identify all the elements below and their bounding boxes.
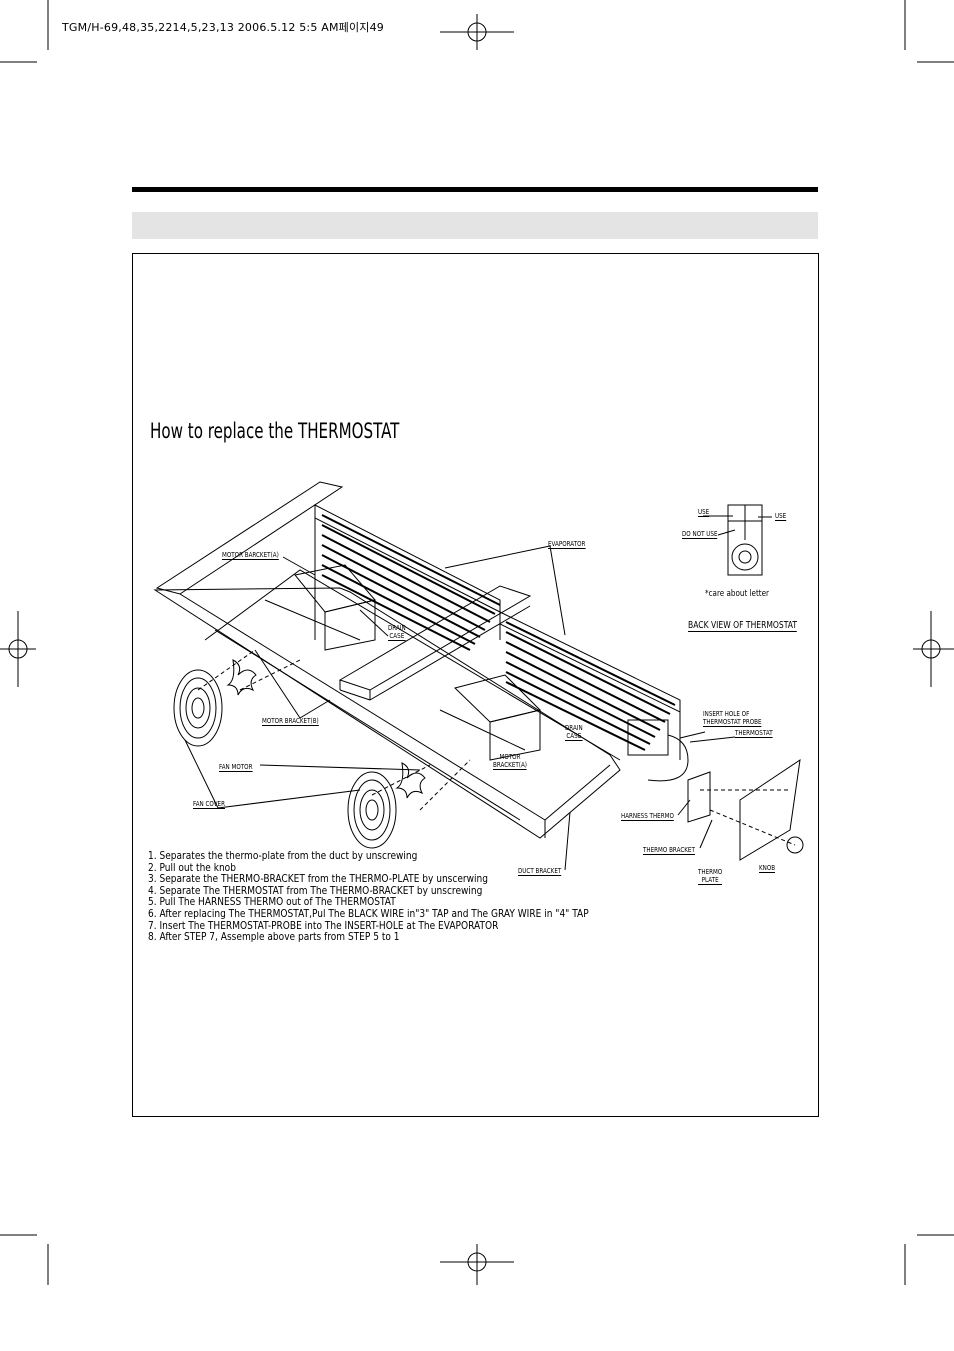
label-back-view: BACK VIEW OF THERMOSTAT [688,620,798,632]
label-do-not-use: DO NOT USE [682,530,718,539]
label-duct-bracket: DUCT BRACKET [518,867,562,876]
step-item: 6. After replacing The THERMOSTAT,Pul Th… [148,907,589,920]
label-motor-bracket-b: MOTOR BRACKET(B) [262,717,319,726]
title-rule [132,187,818,192]
label-knob: KNOB [759,864,776,873]
section-band [132,212,818,239]
label-motor-bracket-a-top: MOTOR BARCKET(A) [222,551,279,560]
step-item: 4. Separate The THERMOSTAT from The THER… [148,884,483,897]
label-care-about-letter: *care about letter [705,589,770,599]
label-thermo-bracket: THERMO BRACKET [643,846,695,855]
label-harness-thermo: HARNESS THERMO [621,812,674,821]
label-thermostat: THERMOSTAT [735,729,773,738]
step-item: 3. Separate the THERMO-BRACKET from the … [148,873,488,886]
section-title: How to replace the THERMOSTAT [150,419,400,443]
label-motor-bracket-a-bottom: MOTOR BRACKET(A) [493,753,527,770]
step-item: 2. Pull out the knob [148,861,236,874]
label-fan-cover: FAN COVER [193,800,225,809]
replacement-steps: 1. Separates the thermo-plate from the d… [148,850,589,944]
label-thermo-plate: THERMO PLATE [698,868,723,885]
label-use-left: USE [698,508,710,517]
step-item: 8. After STEP 7, Assemple above parts fr… [148,931,400,944]
label-use-right: USE [775,512,787,521]
content-frame [132,253,819,1117]
label-fan-motor: FAN MOTOR [219,763,253,772]
page-header: TGM/H-69,48,35,2214,5,23,13 2006.5.12 5:… [62,21,384,34]
step-item: 1. Separates the thermo-plate from the d… [148,850,418,862]
step-item: 7. Insert The THERMOSTAT-PROBE into The … [148,919,499,932]
label-evaporator: EVAPORATOR [548,540,586,549]
label-drain-case-2: DRAIN CASE [565,724,583,741]
label-insert-hole: INSERT HOLE OF THERMOSTAT PROBE [703,710,762,727]
label-drain-case-1: DRAIN CASE [388,624,406,641]
step-item: 5. Pull The HARNESS THERMO out of The TH… [148,896,396,909]
